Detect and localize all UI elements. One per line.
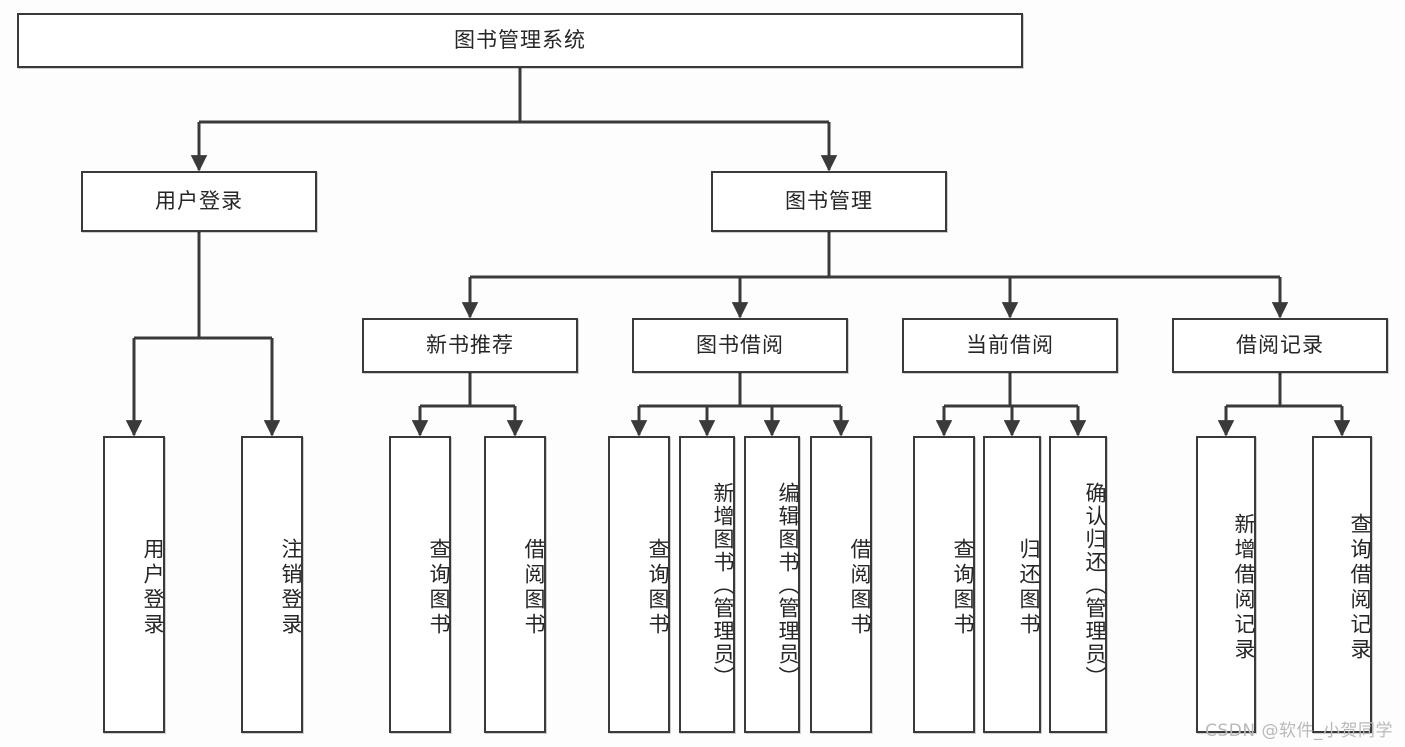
node-label: 图书管理系统	[454, 27, 586, 52]
node-leaf-cur-1[interactable]: 查询图书	[913, 436, 975, 733]
node-label: 查询借阅记录	[1348, 512, 1372, 663]
node-leaf-rec-1[interactable]: 新增借阅记录	[1196, 436, 1256, 733]
node-borrow[interactable]: 图书借阅	[632, 318, 848, 373]
node-label: 确认归还（管理员）	[1083, 482, 1107, 689]
node-label: 新增图书（管理员）	[711, 482, 735, 689]
node-label: 当前借阅	[966, 332, 1054, 357]
node-leaf-new-1[interactable]: 查询图书	[389, 436, 451, 733]
node-label: 注销登录	[279, 537, 303, 638]
node-leaf-bor-3[interactable]: 编辑图书（管理员）	[744, 436, 800, 733]
node-leaf-cur-2[interactable]: 归还图书	[983, 436, 1041, 733]
node-leaf-bor-1[interactable]: 查询图书	[608, 436, 670, 733]
node-label: 图书借阅	[696, 332, 784, 357]
node-root[interactable]: 图书管理系统	[17, 13, 1023, 68]
node-label: 编辑图书（管理员）	[776, 482, 800, 689]
node-leaf-bor-2[interactable]: 新增图书（管理员）	[679, 436, 735, 733]
node-label: 借阅记录	[1236, 332, 1324, 357]
node-leaf-rec-2[interactable]: 查询借阅记录	[1312, 436, 1372, 733]
node-label: 用户登录	[155, 188, 243, 213]
node-label: 归还图书	[1017, 537, 1041, 638]
node-label: 查询图书	[646, 537, 670, 638]
node-label: 新书推荐	[426, 332, 514, 357]
node-label: 查询图书	[951, 537, 975, 638]
node-bookmgmt[interactable]: 图书管理	[711, 171, 947, 232]
node-leaf-login-2[interactable]: 注销登录	[241, 436, 303, 733]
node-label: 查询图书	[427, 537, 451, 638]
node-label: 借阅图书	[522, 537, 546, 638]
node-records[interactable]: 借阅记录	[1172, 318, 1388, 373]
watermark-text: CSDN @软件_小贺同学	[1205, 721, 1393, 741]
node-label: 用户登录	[141, 537, 165, 638]
node-leaf-login-1[interactable]: 用户登录	[103, 436, 165, 733]
node-current[interactable]: 当前借阅	[902, 318, 1118, 373]
node-leaf-cur-3[interactable]: 确认归还（管理员）	[1049, 436, 1107, 733]
node-label: 借阅图书	[848, 537, 872, 638]
node-label: 图书管理	[785, 188, 873, 213]
node-leaf-new-2[interactable]: 借阅图书	[484, 436, 546, 733]
node-newbook[interactable]: 新书推荐	[362, 318, 578, 373]
edge-group	[125, 68, 1351, 437]
node-login[interactable]: 用户登录	[81, 171, 317, 232]
node-label: 新增借阅记录	[1232, 512, 1256, 663]
node-leaf-bor-4[interactable]: 借阅图书	[810, 436, 872, 733]
